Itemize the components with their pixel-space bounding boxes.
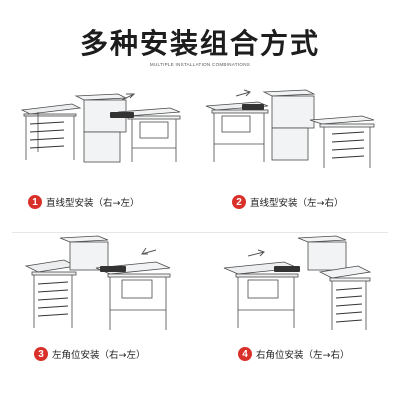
option-caption-3: 3 左角位安装（右→左） — [34, 346, 145, 362]
option-number-badge: 4 — [238, 347, 252, 361]
option-number-badge: 2 — [232, 195, 246, 209]
dishwasher-line-diagram-3 — [24, 235, 171, 330]
illustration-left-corner-right-to-left: 3 左角位安装（右→左） — [10, 232, 200, 372]
illustration-straight-right-to-left: 1 直线型安装（右→左） — [10, 82, 200, 222]
option-number-badge: 1 — [28, 195, 42, 209]
horizontal-divider — [12, 232, 388, 233]
option-label: 右角位安装（左→右） — [256, 350, 350, 361]
dishwasher-line-diagram-1 — [20, 93, 181, 163]
option-label: 直线型安装（右→左） — [46, 198, 140, 209]
option-label: 左角位安装（右→左） — [52, 350, 146, 361]
option-caption-4: 4 右角位安装（左→右） — [238, 346, 349, 362]
illustration-straight-left-to-right: 2 直线型安装（左→右） — [202, 82, 392, 222]
page-title: 多种安装组合方式 — [79, 27, 320, 60]
option-number-badge: 3 — [34, 347, 48, 361]
option-label: 直线型安装（左→右） — [250, 198, 344, 209]
option-caption-2: 2 直线型安装（左→右） — [232, 194, 343, 210]
dishwasher-line-diagram-4 — [223, 235, 372, 330]
page-subtitle: MULTIPLE INSTALLATION COMBINATIONS — [149, 62, 251, 67]
illustration-right-corner-left-to-right: 4 右角位安装（左→右） — [202, 232, 392, 372]
dishwasher-line-diagram-2 — [205, 89, 375, 168]
option-caption-1: 1 直线型安装（右→左） — [28, 194, 139, 210]
